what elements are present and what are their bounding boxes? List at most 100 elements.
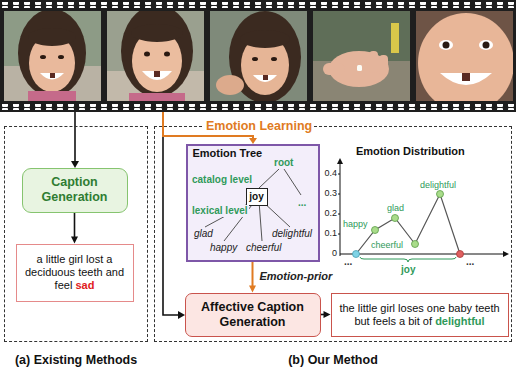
video-frame-part [50, 73, 55, 78]
arrow-head [324, 311, 331, 318]
distribution-chart-part [353, 251, 360, 258]
video-frame-part [240, 30, 290, 48]
tree-level: catalog level [192, 174, 252, 185]
chart-title: Emotion Distribution [356, 145, 465, 157]
text-holder: Affective Caption Generation [186, 300, 320, 330]
video-frame-part [164, 52, 170, 57]
panel-caption: (a) Existing Methods [15, 353, 137, 367]
emotion-tree-drawing-part [259, 169, 279, 188]
caption-holder: (b) Our Method [155, 353, 511, 367]
label-holder: cheerful [371, 240, 403, 250]
video-frame-part [379, 55, 388, 75]
input-arrows-part [178, 311, 185, 319]
emotion-tree-drawing-part [284, 169, 301, 195]
process-box: Caption Generation [22, 168, 128, 213]
output-box: the little girl loses one baby teeth but… [331, 293, 509, 337]
ellipsis: ... [344, 256, 352, 267]
connector [321, 311, 331, 318]
panel-caption: (b) Our Method [288, 353, 378, 367]
label-holder: 0.3 [321, 188, 337, 198]
emotion-tree-drawing-part [187, 145, 319, 261]
distribution-chart-part [338, 214, 340, 215]
video-frame-part [263, 75, 268, 80]
label-holder: happy [210, 242, 237, 254]
label-holder: delightful [420, 180, 456, 190]
label-holder: 0.1 [321, 228, 337, 238]
distribution-chart-part [412, 241, 419, 248]
text-holder: a little girl lost a deciduous teeth and… [17, 253, 133, 293]
stage-label: Emotion Learning [206, 119, 312, 133]
distribution-chart-part [340, 254, 503, 255]
video-frame-part [58, 55, 64, 59]
distribution-chart-part [392, 215, 399, 222]
node-text: joy [249, 191, 263, 202]
video-frame-part [369, 51, 378, 73]
video-frame-part [443, 42, 450, 49]
title-holder: Emotion Tree [193, 147, 263, 159]
emotion-word: happy [210, 242, 237, 253]
video-frame [313, 11, 410, 101]
video-frame-part [28, 28, 76, 46]
video-frame-part [154, 71, 160, 77]
node-text: a little girl lost a deciduous teeth and… [25, 253, 124, 291]
video-frame-part [323, 63, 345, 75]
distribution-chart-part [356, 194, 460, 254]
video-frame-part [142, 71, 172, 80]
video-frame-part [129, 93, 185, 101]
point-label: cheerful [371, 240, 403, 250]
label-holder: ... [344, 256, 352, 268]
emotion-word: delightful [272, 228, 312, 239]
video-frame-part [216, 75, 244, 95]
video-frame [107, 5, 204, 101]
video-frame-part [313, 11, 410, 101]
output-box: a little girl lost a deciduous teeth and… [16, 244, 134, 302]
label-holder: delightful [272, 228, 312, 240]
label-holder: Emotion-prior [259, 270, 334, 283]
distribution-chart-part [338, 234, 340, 235]
label-holder: glad [387, 203, 404, 213]
node-text: Caption Generation [42, 175, 108, 204]
video-frame-part [483, 42, 490, 49]
axis-tick: 0.2 [324, 208, 337, 218]
distribution-chart-part [360, 257, 456, 262]
tree-level: lexical level [192, 205, 248, 216]
label-holder: lexical level [191, 205, 249, 217]
caption-holder: (a) Existing Methods [5, 353, 147, 367]
point-label: happy [343, 219, 368, 229]
label-holder: ... [466, 256, 474, 268]
text-holder: joy [247, 192, 267, 202]
process-box: Affective Caption Generation [185, 293, 321, 337]
label-holder: 0.4 [321, 168, 337, 178]
distribution-chart-part [437, 191, 444, 198]
axis-tick: 0 [332, 248, 337, 258]
film-strip-part [0, 104, 516, 110]
label-holder: catalog level [191, 174, 253, 186]
ellipsis: ... [466, 256, 474, 267]
connector [249, 262, 256, 293]
label-holder: Emotion Distribution [356, 145, 465, 158]
emphasis-word: sad [75, 279, 94, 291]
film-strip-part [0, 2, 516, 8]
input-arrows-part [71, 161, 79, 168]
connector [71, 213, 78, 244]
arrow-head [249, 286, 256, 293]
emotion-word: glad [194, 228, 213, 239]
video-frame-part [440, 73, 492, 85]
emotion-tree-drawing [187, 145, 319, 261]
ellipsis: ... [298, 197, 306, 208]
video-frame-part [131, 24, 183, 42]
video-frame-part [271, 57, 277, 61]
panel-title: Emotion Tree [193, 147, 263, 159]
video-frame-part [40, 55, 46, 59]
connector-line [252, 262, 254, 287]
video-frame [210, 11, 307, 103]
node-text: Affective Caption Generation [201, 300, 304, 329]
distribution-chart-part [503, 251, 509, 257]
text-holder: Caption Generation [23, 175, 127, 205]
film-strip [0, 0, 516, 113]
dashed-panel: (a) Existing MethodsCaption Generationa … [4, 126, 148, 342]
video-frame-part [40, 73, 64, 80]
video-frame-part [144, 52, 150, 57]
tree-node: joy [246, 188, 268, 206]
